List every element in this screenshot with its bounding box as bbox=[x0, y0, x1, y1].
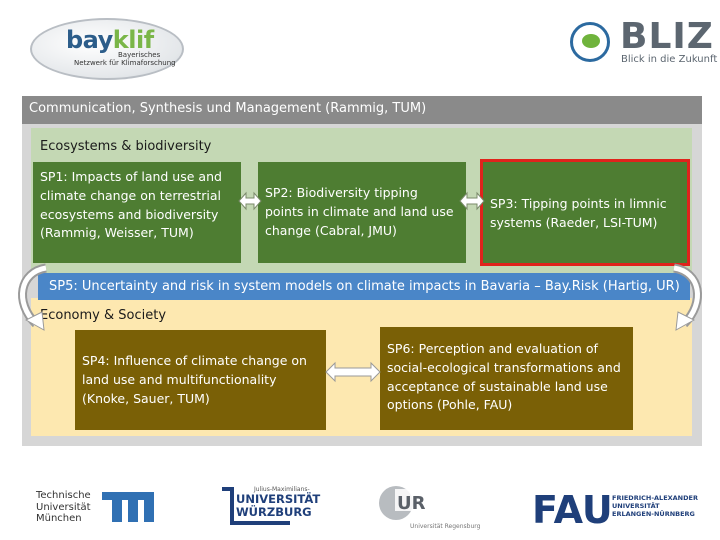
tum-wordmark: Technische Universität München bbox=[36, 490, 91, 524]
header-title: Communication, Synthesis und Management … bbox=[29, 101, 427, 116]
fau-logo: FAU bbox=[532, 490, 612, 526]
bliz-eye-iris bbox=[582, 34, 600, 48]
ecosystems-title: Ecosystems & biodiversity bbox=[40, 139, 212, 154]
jmu-logo-frame bbox=[222, 487, 290, 525]
left-curved-arrow-icon bbox=[18, 263, 48, 331]
header-bar bbox=[22, 96, 702, 124]
svg-text:UR: UR bbox=[397, 493, 426, 514]
sp2-box: SP2: Biodiversity tipping points in clim… bbox=[258, 162, 466, 263]
sp5-bar bbox=[38, 273, 690, 300]
sp1-sp2-double-arrow-icon bbox=[238, 191, 262, 211]
bayklif-logo: bayklif bbox=[66, 26, 154, 54]
sp5-label: SP5: Uncertainty and risk in system mode… bbox=[49, 279, 680, 294]
jmu-wordmark: UNIVERSITÄT WÜRZBURG bbox=[236, 492, 321, 519]
bayklif-logo-oval bbox=[30, 18, 184, 80]
bayklif-subtitle-2: Netzwerk für Klimaforschung bbox=[74, 59, 176, 67]
sp4-box: SP4: Influence of climate change on land… bbox=[75, 330, 326, 430]
sp6-box: SP6: Perception and evaluation of social… bbox=[380, 327, 633, 430]
sp3-box: SP3: Tipping points in limnic systems (R… bbox=[480, 159, 690, 266]
bliz-tagline: Blick in die Zukunft bbox=[621, 54, 718, 65]
fau-name: FRIEDRICH-ALEXANDER UNIVERSITÄT ERLANGEN… bbox=[612, 494, 698, 519]
economy-title: Economy & Society bbox=[40, 308, 167, 323]
ur-logo: UR bbox=[379, 486, 426, 520]
tum-logo bbox=[102, 492, 154, 522]
right-curved-arrow-icon bbox=[672, 263, 702, 331]
bayklif-subtitle-1: Bayerisches bbox=[118, 51, 161, 59]
sp2-sp3-double-arrow-icon bbox=[459, 191, 485, 211]
bliz-eye-icon bbox=[570, 22, 610, 62]
sp4-sp6-double-arrow-icon bbox=[325, 361, 381, 383]
bliz-logo: BLIZ bbox=[620, 16, 714, 57]
jmu-small-line: Julius-Maximilians- bbox=[254, 486, 310, 493]
ur-caption: Universität Regensburg bbox=[410, 523, 481, 530]
sp1-box: SP1: Impacts of land use and climate cha… bbox=[33, 162, 241, 263]
fau-wordmark: FAU bbox=[532, 490, 612, 526]
